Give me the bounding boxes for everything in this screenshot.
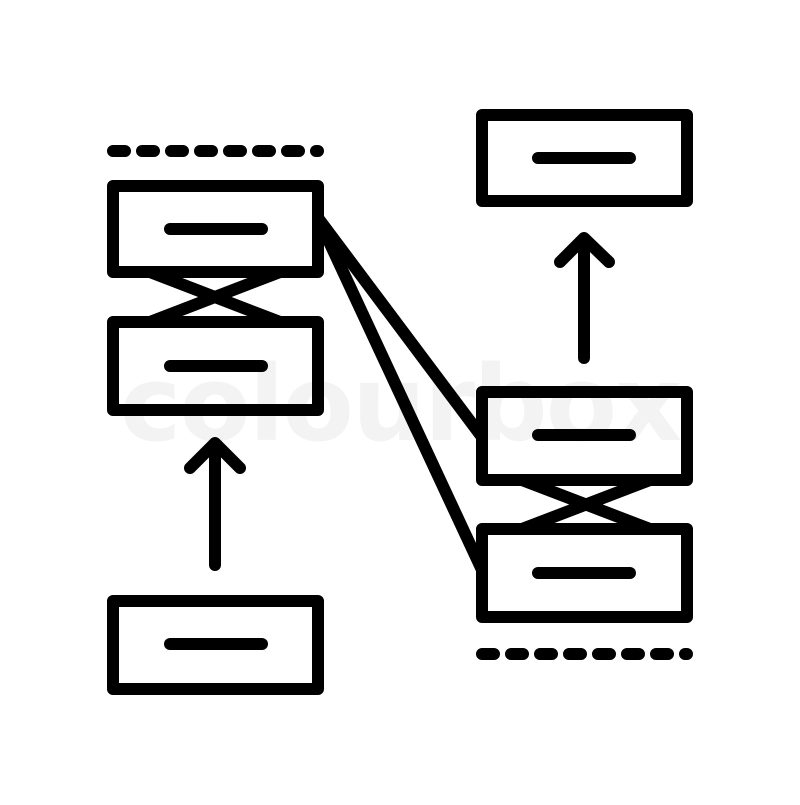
link-lines (312, 212, 488, 576)
block-right-top (476, 109, 693, 207)
block-left-middle (107, 316, 324, 416)
arrow-up-left-icon (184, 437, 246, 571)
cross-connector-left (144, 266, 286, 328)
block-left-bottom (107, 595, 324, 695)
block-right-middle (476, 386, 693, 486)
block-right-bottom (476, 523, 693, 623)
arrow-up-right-icon (554, 232, 615, 364)
cross-connector-right (516, 474, 656, 535)
block-left-top (107, 180, 324, 278)
